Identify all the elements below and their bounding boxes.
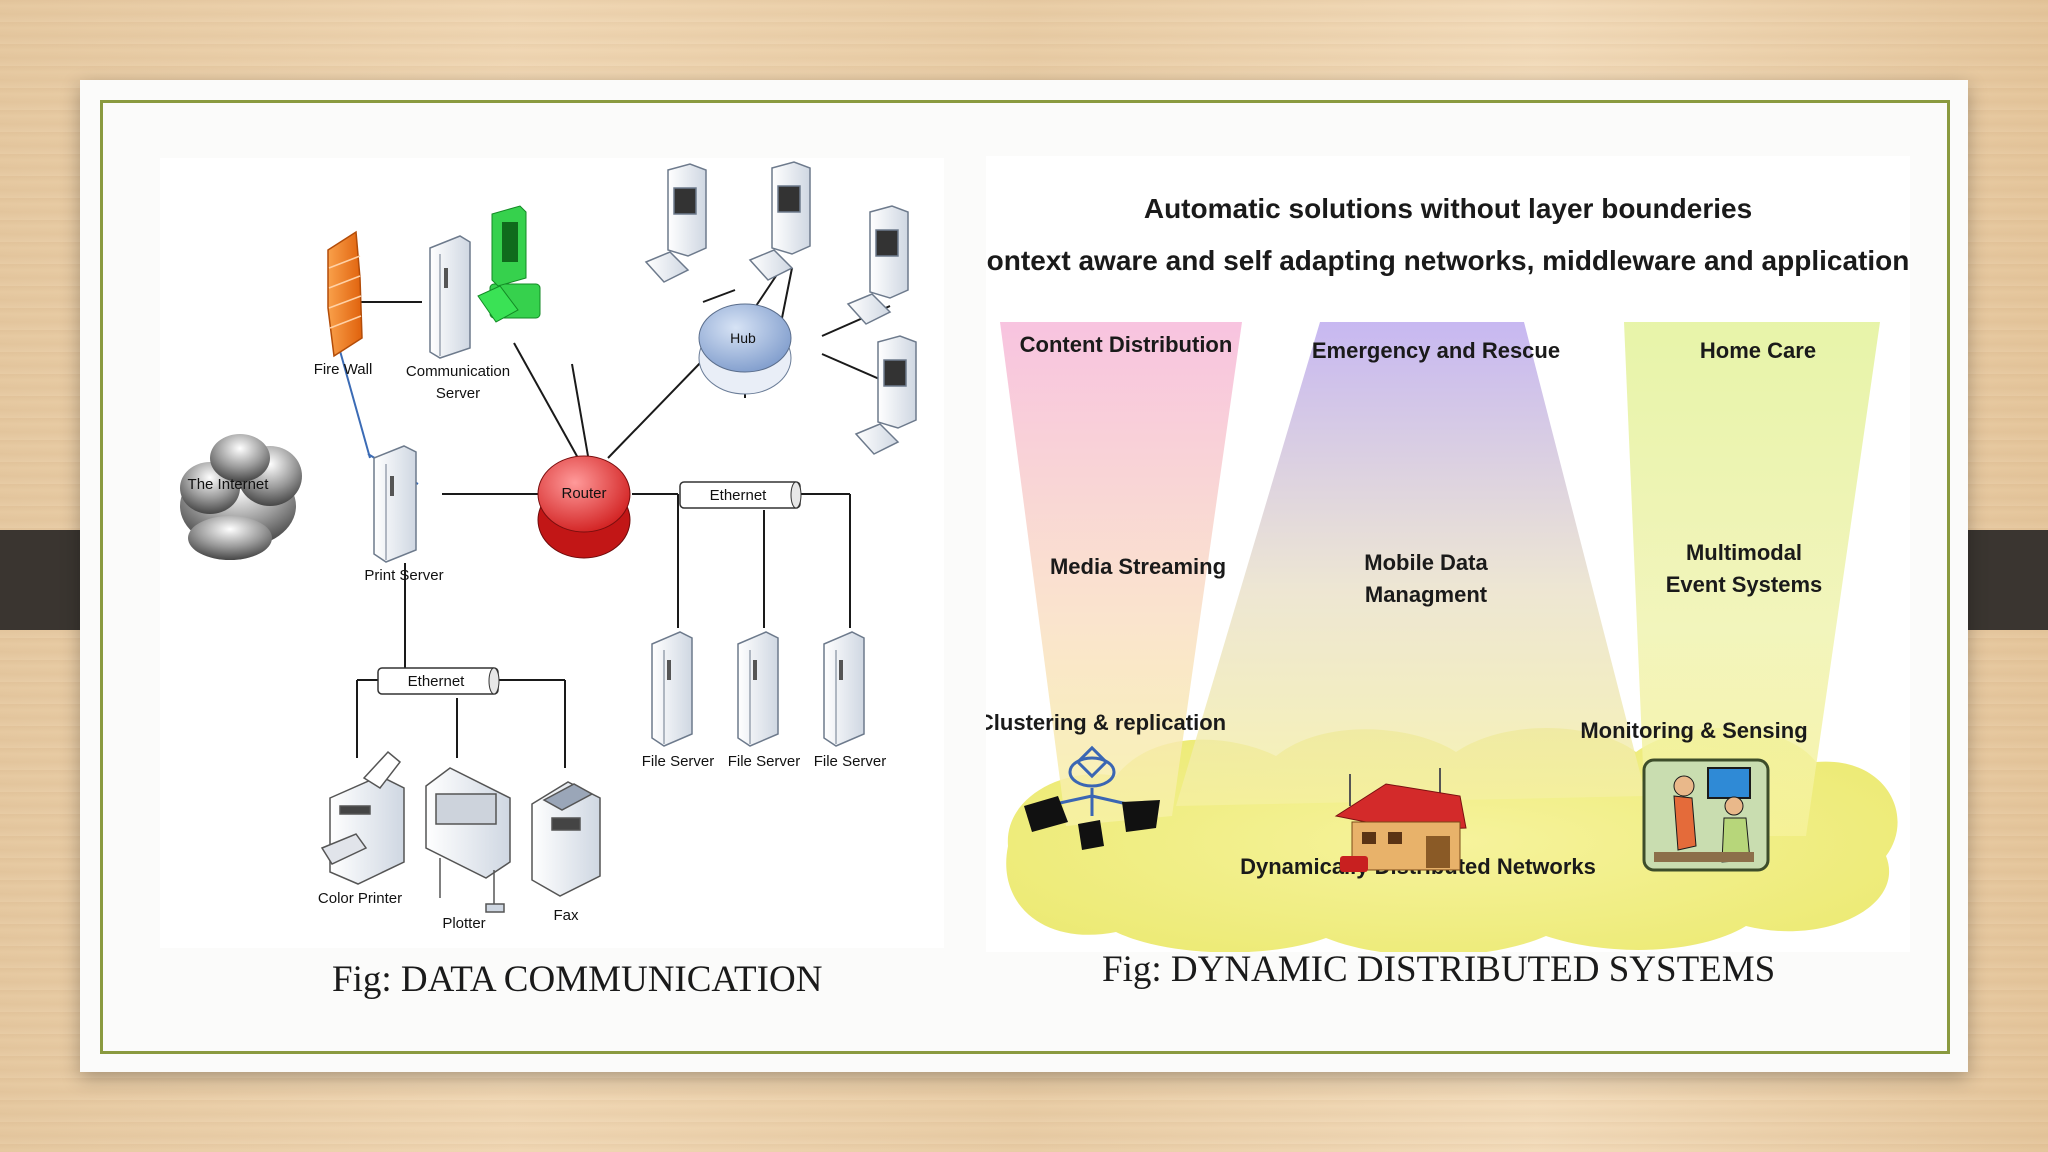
mobile-data-label-1: Mobile Data xyxy=(1364,550,1488,575)
multimodal-label-1: Multimodal xyxy=(1686,540,1802,565)
clustering-label: Clustering & replication xyxy=(986,710,1226,735)
communication-server-label-1: Communication xyxy=(406,363,510,380)
green-computer-icon xyxy=(477,205,541,323)
workstation-icon xyxy=(748,161,811,281)
house-icon xyxy=(1334,768,1467,872)
slide-frame xyxy=(100,100,1950,1054)
print-server-label: Print Server xyxy=(364,567,443,584)
ethernet-top-label: Ethernet xyxy=(710,487,768,504)
title-line-2: context aware and self adapting networks… xyxy=(986,245,1910,276)
workstation-icon xyxy=(644,163,707,283)
plotter-icon xyxy=(425,767,511,913)
monitoring-label: Monitoring & Sensing xyxy=(1580,718,1807,743)
title-line-1: Automatic solutions without layer bounde… xyxy=(1144,193,1752,224)
file-server-label-3: File Server xyxy=(814,753,887,770)
internet-cloud-icon xyxy=(180,434,302,560)
ethernet-bottom-icon xyxy=(377,667,500,695)
slide: Fire Wall Communication Server The Inter… xyxy=(80,80,1968,1072)
network-diagram-canvas: Fire Wall Communication Server The Inter… xyxy=(180,161,917,932)
file-server-label-2: File Server xyxy=(728,753,801,770)
hub-icon xyxy=(698,303,792,395)
ethernet-bottom-label: Ethernet xyxy=(408,673,466,690)
data-communication-caption: Fig: DATA COMMUNICATION xyxy=(332,959,823,1000)
fax-label: Fax xyxy=(553,907,579,924)
file-server-label-1: File Server xyxy=(642,753,715,770)
media-streaming-label: Media Streaming xyxy=(1050,554,1226,579)
communication-server-label-2: Server xyxy=(436,385,480,402)
color-printer-label: Color Printer xyxy=(318,890,402,907)
print-server-icon xyxy=(373,445,417,563)
ethernet-top-icon xyxy=(679,481,802,509)
communication-server-icon xyxy=(429,235,471,359)
emergency-rescue-label: Emergency and Rescue xyxy=(1312,338,1560,363)
router-icon xyxy=(537,455,631,559)
clustering-devices-icon xyxy=(1024,745,1160,850)
mobile-data-label-2: Managment xyxy=(1365,582,1488,607)
data-communication-diagram: Fire Wall Communication Server The Inter… xyxy=(160,158,944,948)
distributed-systems-canvas: Automatic solutions without layer bounde… xyxy=(971,193,1925,956)
fax-icon xyxy=(531,781,601,897)
file-server-icon xyxy=(737,631,779,747)
hub-label: Hub xyxy=(730,330,756,346)
content-distribution-label: Content Distribution xyxy=(1020,332,1233,357)
file-server-icon xyxy=(651,631,693,747)
emergency-rescue-beam xyxy=(1176,322,1646,806)
firewall-label: Fire Wall xyxy=(314,361,373,378)
router-label: Router xyxy=(561,485,606,502)
home-care-label: Home Care xyxy=(1700,338,1816,363)
content-distribution-beam xyxy=(1000,322,1242,826)
dynamic-distributed-systems-caption: Fig: DYNAMIC DISTRIBUTED SYSTEMS xyxy=(1102,949,1776,990)
file-server-icon xyxy=(823,631,865,747)
workstation-icon xyxy=(846,205,909,325)
color-printer-icon xyxy=(320,750,405,885)
multimodal-label-2: Event Systems xyxy=(1666,572,1823,597)
workstation-icon xyxy=(854,335,917,455)
home-care-beam xyxy=(1624,322,1880,836)
firewall-icon xyxy=(327,230,363,358)
monitoring-sensing-icon xyxy=(1642,758,1770,872)
plotter-label: Plotter xyxy=(442,915,485,932)
internet-label: The Internet xyxy=(188,476,270,493)
dynamic-distributed-systems-diagram: Automatic solutions without layer bounde… xyxy=(971,156,1925,956)
